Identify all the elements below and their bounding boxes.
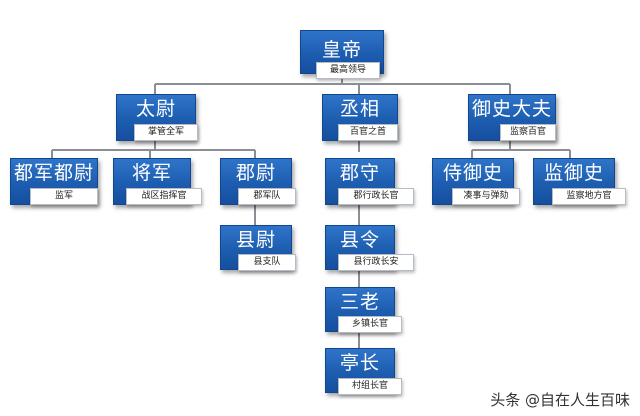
node-taiwei-subtitle: 掌管全军 bbox=[134, 124, 198, 141]
node-junshou-subtitle: 郡行政长官 bbox=[338, 188, 414, 205]
node-jianyushi-title: 监御史 bbox=[533, 158, 615, 205]
node-junwei-subtitle: 郡军队 bbox=[238, 188, 296, 205]
node-tingzhang-subtitle: 村组长官 bbox=[338, 378, 402, 395]
node-xianwei-subtitle: 县支队 bbox=[238, 254, 296, 271]
node-shiyushi-subtitle: 凑事与弹劾 bbox=[452, 188, 520, 205]
node-xianwei-title: 县尉 bbox=[220, 225, 292, 270]
watermark: 头条 @自在人生百味 bbox=[490, 391, 630, 409]
node-sanlao-subtitle: 乡镇长官 bbox=[338, 316, 402, 333]
node-dujunduwei-title: 都军都尉 bbox=[10, 158, 98, 205]
node-emperor-subtitle: 最高领导 bbox=[316, 62, 380, 79]
node-jianyushi-subtitle: 监察地方官 bbox=[552, 188, 626, 205]
node-jiangjun-subtitle: 战区指挥官 bbox=[126, 188, 202, 205]
node-xianling-subtitle: 县行政长安 bbox=[338, 254, 414, 271]
node-dujunduwei-subtitle: 监军 bbox=[30, 188, 98, 205]
node-yushidafu-subtitle: 监察百官 bbox=[500, 124, 556, 141]
node-shiyushi-title: 侍御史 bbox=[432, 158, 514, 205]
node-chengxiang-subtitle: 百官之首 bbox=[338, 124, 398, 141]
